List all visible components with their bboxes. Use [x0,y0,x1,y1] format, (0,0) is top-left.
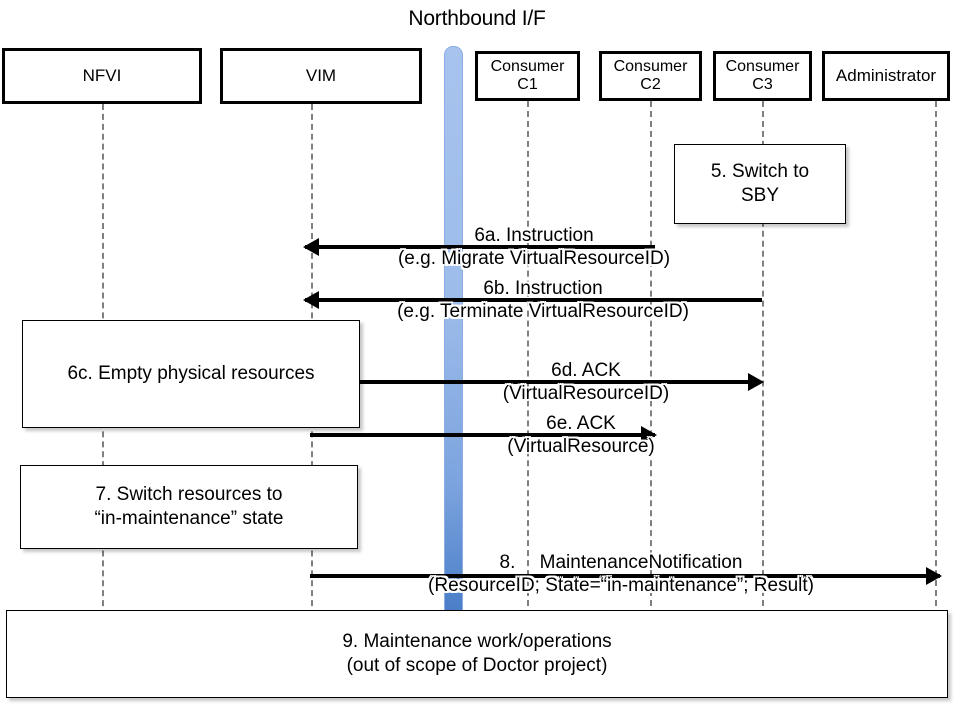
msg-6e-ack-label-line1: 6e. ACK [546,413,616,434]
actor-nfvi[interactable]: NFVI [2,48,202,104]
note-step-7[interactable]: 7. Switch resources to “in-maintenance” … [20,465,358,549]
msg-6e-ack-line [310,433,655,437]
msg-6a-instruction-label: 6a. Instruction (e.g. Migrate VirtualRes… [334,224,734,270]
msg-6b-instruction-label: 6b. Instruction (e.g. Terminate VirtualR… [343,277,743,323]
actor-nfvi-label: NFVI [82,66,122,86]
msg-6e-ack-arrowhead [641,426,657,444]
msg-6b-instruction-label-line2: (e.g. Terminate VirtualResourceID) [397,301,689,323]
msg-6d-ack-line [360,380,760,384]
lifeline-consumer-c3 [762,101,764,616]
msg-6a-instruction-line [305,245,655,249]
msg-6a-instruction-arrowhead [303,238,319,256]
msg-6d-ack-label-line2: (VirtualResourceID) [502,383,670,405]
actor-consumer-c3[interactable]: Consumer C3 [713,51,812,101]
lifeline-consumer-c1 [527,101,529,616]
msg-6b-instruction-arrowhead [303,291,319,309]
msg-8-maintenance-notification-arrowhead [926,567,942,585]
msg-6e-ack-label: 6e. ACK (VirtualResource) [431,412,731,458]
note-step-6c-text: 6c. Empty physical resources [67,363,315,385]
msg-6b-instruction-line [305,298,762,302]
actor-administrator-label: Administrator [835,66,937,86]
page-title: Northbound I/F [408,7,546,30]
msg-6b-instruction-label-line1: 6b. Instruction [483,278,603,299]
note-step-6c[interactable]: 6c. Empty physical resources [22,320,360,428]
actor-consumer-c1[interactable]: Consumer C1 [475,51,580,101]
note-step-5[interactable]: 5. Switch to SBY [674,144,846,224]
note-step-9[interactable]: 9. Maintenance work/operations (out of s… [6,610,948,698]
lifeline-consumer-c2 [650,101,652,616]
actor-vim[interactable]: VIM [220,48,422,104]
actor-vim-label: VIM [305,66,337,86]
msg-6d-ack-label-line1: 6d. ACK [551,360,621,381]
actor-consumer-c1-label: Consumer C1 [490,58,565,93]
msg-8-maintenance-notification-label-line2: (ResourceID; State=“in-maintenance”; Res… [428,575,814,597]
msg-8-maintenance-notification-label: 8. MaintenanceNotification (ResourceID; … [371,551,871,597]
msg-6d-ack-label: 6d. ACK (VirtualResourceID) [436,359,736,405]
msg-6d-ack-arrowhead [748,373,764,391]
actor-consumer-c2-label: Consumer C2 [613,58,688,93]
note-step-7-text: 7. Switch resources to “in-maintenance” … [94,484,284,529]
lifeline-administrator [935,101,937,616]
note-step-9-text: 9. Maintenance work/operations (out of s… [342,631,612,676]
actor-consumer-c3-label: Consumer C3 [725,58,800,93]
actor-consumer-c2[interactable]: Consumer C2 [599,51,702,101]
msg-6e-ack-label-line2: (VirtualResource) [507,436,655,458]
northbound-interface-bar [444,46,463,612]
actor-administrator[interactable]: Administrator [822,51,950,101]
msg-8-maintenance-notification-line [310,574,940,578]
msg-6a-instruction-label-line1: 6a. Instruction [474,225,594,246]
note-step-5-text: 5. Switch to SBY [710,161,810,206]
msg-8-maintenance-notification-label-line1: 8. MaintenanceNotification [499,552,743,573]
msg-6a-instruction-label-line2: (e.g. Migrate VirtualResourceID) [397,248,671,270]
